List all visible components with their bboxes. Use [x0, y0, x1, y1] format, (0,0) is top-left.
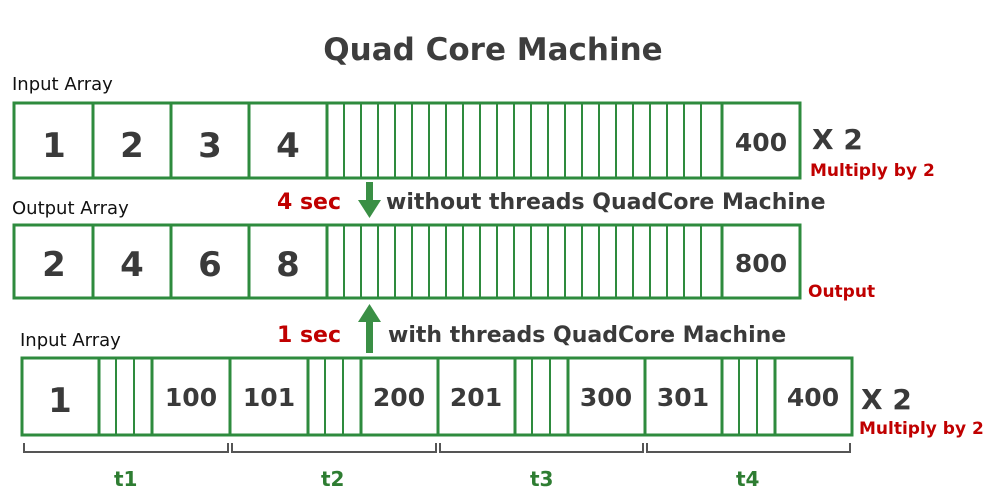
thread-bracket-t1	[23, 443, 229, 453]
bottom-cell-3: 200	[373, 383, 425, 412]
top-cell-0: 1	[42, 126, 66, 166]
top-input-array	[12, 101, 802, 180]
bottom-input-array	[20, 356, 854, 437]
top-array-frame	[12, 101, 802, 180]
thread-bracket-t2	[231, 443, 437, 453]
thread-label-t4: t4	[736, 467, 760, 491]
output-array	[12, 223, 802, 300]
bottom-array-thin-cells	[115, 358, 758, 435]
bottom-cell-1: 100	[165, 383, 217, 412]
with-threads-text: with threads QuadCore Machine	[388, 323, 787, 348]
top-multiplier-note: Multiply by 2	[810, 161, 935, 181]
with-threads-time: 1 sec	[277, 323, 342, 348]
top-multiplier: X 2	[812, 123, 863, 156]
top-input-label: Input Array	[12, 74, 113, 95]
output-cell-3: 8	[276, 245, 300, 285]
bottom-cell-2: 101	[243, 383, 295, 412]
output-array-thin-cells	[343, 225, 702, 298]
down-arrow-icon	[358, 182, 381, 218]
top-cell-2: 3	[198, 126, 222, 166]
top-cell-3: 4	[276, 126, 300, 166]
thread-label-t1: t1	[114, 467, 138, 491]
top-cell-last: 400	[735, 128, 787, 157]
output-array-frame	[12, 223, 802, 300]
bottom-cell-0: 1	[48, 381, 72, 421]
page-title: Quad Core Machine	[323, 32, 663, 68]
bottom-cell-6: 301	[657, 383, 709, 412]
bottom-cell-7: 400	[787, 383, 839, 412]
top-cell-1: 2	[120, 126, 144, 166]
bottom-input-label: Input Array	[20, 330, 121, 351]
up-arrow-icon	[358, 304, 381, 353]
bottom-multiplier: X 2	[861, 383, 912, 416]
bottom-cell-5: 300	[580, 383, 632, 412]
output-cell-1: 4	[120, 245, 144, 285]
thread-brackets	[23, 443, 851, 453]
without-threads-text: without threads QuadCore Machine	[386, 190, 826, 215]
without-threads-time: 4 sec	[277, 190, 342, 215]
thread-label-t2: t2	[321, 467, 345, 491]
output-note: Output	[808, 282, 876, 302]
bottom-multiplier-note: Multiply by 2	[859, 419, 984, 439]
top-array-thin-cells	[343, 103, 702, 178]
bottom-cell-4: 201	[450, 383, 502, 412]
output-cell-2: 6	[198, 245, 222, 285]
output-cell-last: 800	[735, 249, 787, 278]
thread-bracket-t4	[646, 443, 851, 453]
thread-bracket-t3	[439, 443, 644, 453]
thread-label-t3: t3	[530, 467, 554, 491]
output-cell-0: 2	[42, 245, 66, 285]
output-array-label: Output Array	[12, 198, 129, 219]
